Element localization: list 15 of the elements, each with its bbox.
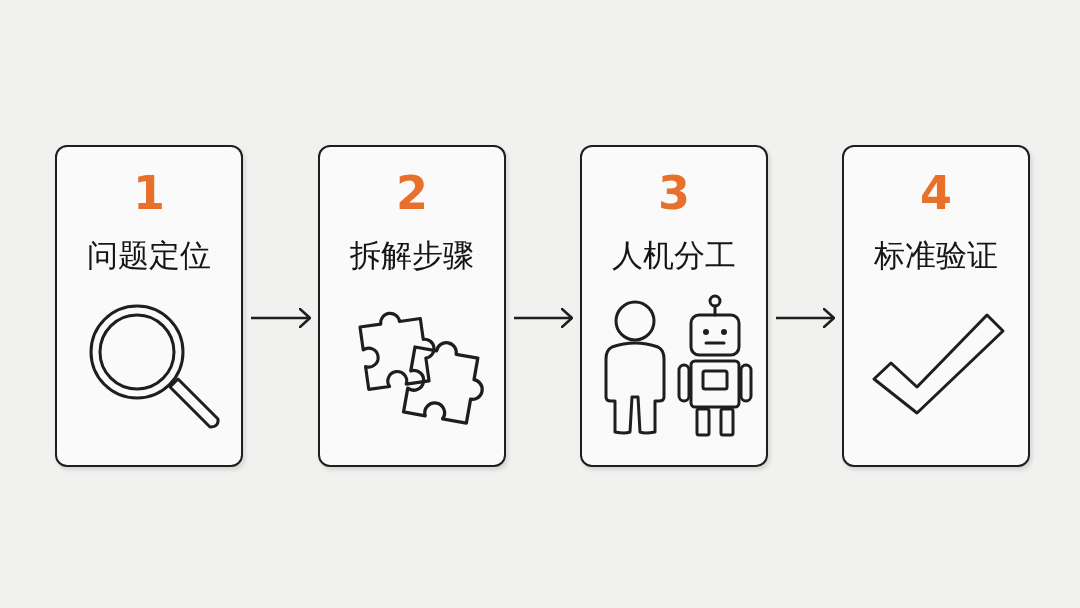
step-title: 标准验证 xyxy=(874,236,998,275)
step-card xyxy=(580,145,768,467)
step-number: 4 xyxy=(920,167,952,219)
step-card xyxy=(318,145,506,467)
step-number: 1 xyxy=(133,167,165,219)
step-card xyxy=(842,145,1030,467)
step-title: 人机分工 xyxy=(612,236,736,275)
arrow xyxy=(251,307,312,329)
step-title: 问题定位 xyxy=(87,236,211,275)
arrow xyxy=(776,307,836,329)
step-title: 拆解步骤 xyxy=(350,236,474,275)
arrow xyxy=(514,307,574,329)
step-number: 3 xyxy=(658,167,690,219)
step-number: 2 xyxy=(396,167,428,219)
step-card xyxy=(55,145,243,467)
